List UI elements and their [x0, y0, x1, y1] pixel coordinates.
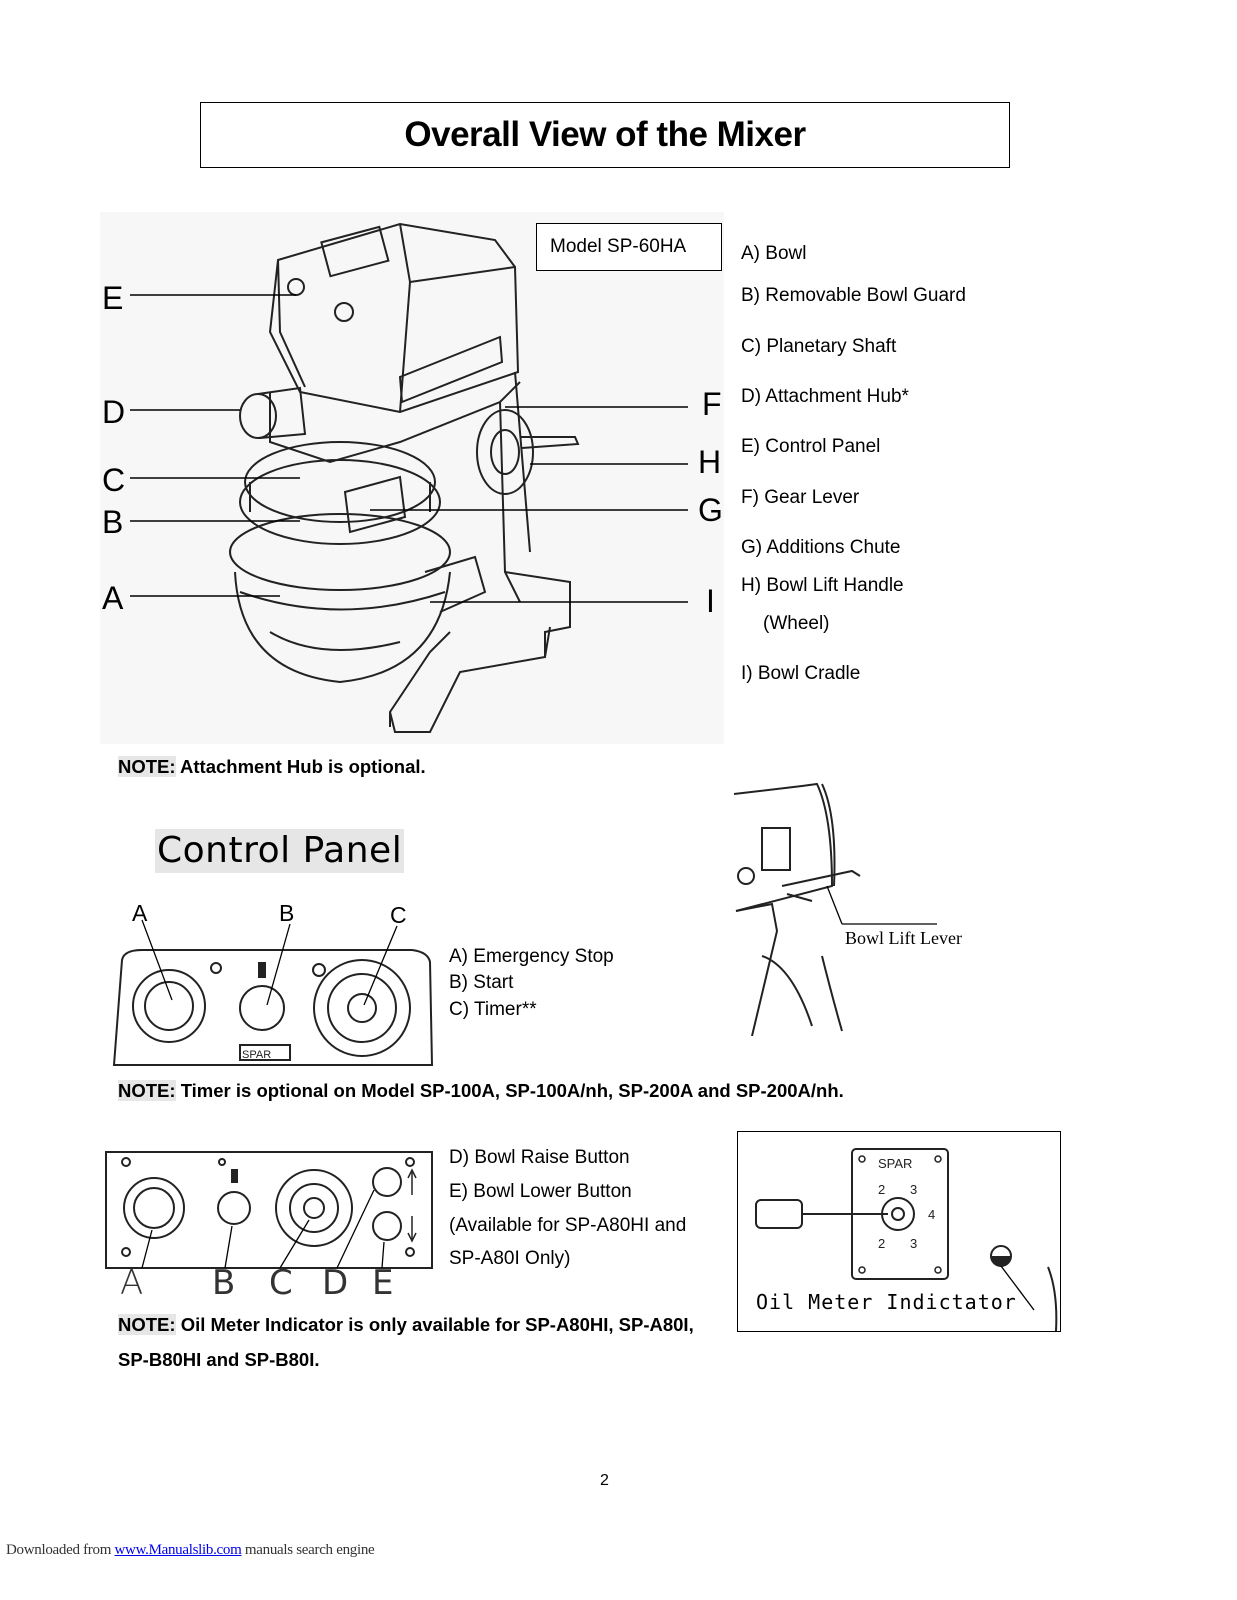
part-f: F) Gear Lever: [741, 487, 860, 508]
part-g: G) Additions Chute: [741, 537, 901, 558]
note-text-line1: Oil Meter Indicator is only available fo…: [175, 1314, 694, 1335]
figure-letter-f: F: [702, 386, 722, 422]
note-attachment-hub: NOTE: Attachment Hub is optional.: [118, 756, 426, 778]
mixer-illustration: [100, 212, 724, 744]
figure-letter-e: E: [102, 280, 124, 316]
panel1-letter-c: C: [390, 902, 407, 928]
note-text: Attachment Hub is optional.: [175, 756, 426, 777]
note-oil-meter-line2: SP-B80HI and SP-B80I.: [118, 1349, 320, 1370]
part-a: A) Bowl: [741, 243, 807, 264]
title-box: Overall View of the Mixer: [200, 102, 1010, 168]
control-panel-2-drawing: [105, 1151, 433, 1269]
svg-text:SPAR: SPAR: [878, 1156, 912, 1171]
svg-text:2: 2: [878, 1236, 885, 1251]
svg-text:4: 4: [928, 1207, 935, 1222]
figure-letter-h: H: [698, 444, 722, 480]
svg-text:2: 2: [878, 1182, 885, 1197]
oil-meter-label: Oil Meter Indictator: [756, 1290, 1017, 1314]
figure-letter-d: D: [102, 394, 126, 430]
panel2-letter-d: D: [322, 1263, 349, 1303]
mixer-drawing: [130, 222, 688, 733]
svg-text:SPAR: SPAR: [242, 1049, 271, 1061]
panel2-letter-e: E: [372, 1263, 394, 1303]
svg-text:3: 3: [910, 1182, 917, 1197]
figure-letter-c: C: [102, 462, 126, 498]
footer-prefix: Downloaded from: [6, 1542, 115, 1558]
svg-text:3: 3: [910, 1236, 917, 1251]
parts-list: A) Bowl B) Removable Bowl Guard C) Plane…: [741, 0, 1041, 700]
panel1-letter-b: B: [279, 900, 295, 926]
bowl-lift-lever-label: Bowl Lift Lever: [845, 928, 962, 948]
oil-meter-diagram: SPAR 2 3 4 2 3: [737, 1131, 1061, 1332]
panel1-letter-a: A: [132, 900, 148, 926]
figure-letter-g: G: [698, 492, 723, 528]
part-i: I) Bowl Cradle: [741, 663, 861, 684]
control-panel-heading: Control Panel: [155, 829, 405, 873]
panel1-item-a: A) Emergency Stop: [449, 946, 614, 967]
panel2-availability-1: (Available for SP-A80HI and: [449, 1215, 687, 1236]
panel2-availability-2: SP-A80I Only): [449, 1248, 571, 1269]
control-panel-diagram-1: SPAR: [112, 900, 434, 1070]
panel2-letter-b: B: [212, 1263, 236, 1303]
panel2-letter-a: A: [120, 1263, 144, 1303]
model-label: Model SP-60HA: [536, 223, 722, 271]
part-b: B) Removable Bowl Guard: [741, 285, 966, 306]
page-number: 2: [600, 1472, 609, 1489]
figure-letter-a: A: [102, 580, 124, 616]
panel1-item-c: C) Timer**: [449, 999, 537, 1020]
note-oil-meter: NOTE: Oil Meter Indicator is only availa…: [118, 1314, 694, 1336]
part-e: E) Control Panel: [741, 436, 881, 457]
part-h-sub: (Wheel): [763, 613, 830, 634]
bowl-lift-lever-drawing: [733, 782, 937, 1037]
footer-suffix: manuals search engine: [241, 1542, 375, 1558]
note-label: NOTE:: [118, 1314, 176, 1335]
oil-meter-drawing: SPAR 2 3 4 2 3: [755, 1148, 1058, 1332]
part-c: C) Planetary Shaft: [741, 336, 897, 357]
note-label: NOTE:: [118, 1080, 176, 1101]
footer: Downloaded from www.Manualslib.com manua…: [6, 1542, 375, 1559]
control-panel-1-drawing: SPAR: [112, 919, 434, 1066]
part-h: H) Bowl Lift Handle: [741, 575, 904, 596]
part-d: D) Attachment Hub*: [741, 386, 909, 407]
figure-letter-i: I: [706, 583, 715, 619]
panel2-letter-c: C: [269, 1263, 293, 1303]
note-text: Timer is optional on Model SP-100A, SP-1…: [175, 1080, 844, 1101]
figure-letter-b: B: [102, 504, 124, 540]
note-timer: NOTE: Timer is optional on Model SP-100A…: [118, 1080, 844, 1102]
bowl-lift-lever-diagram: [732, 776, 982, 1037]
control-panel-diagram-2: [104, 1150, 434, 1300]
panel2-item-d: D) Bowl Raise Button: [449, 1147, 630, 1168]
manualslib-link[interactable]: www.Manualslib.com: [114, 1542, 242, 1558]
panel1-item-b: B) Start: [449, 972, 514, 993]
note-label: NOTE:: [118, 756, 176, 777]
panel2-item-e: E) Bowl Lower Button: [449, 1181, 632, 1202]
page-title: Overall View of the Mixer: [404, 115, 806, 154]
